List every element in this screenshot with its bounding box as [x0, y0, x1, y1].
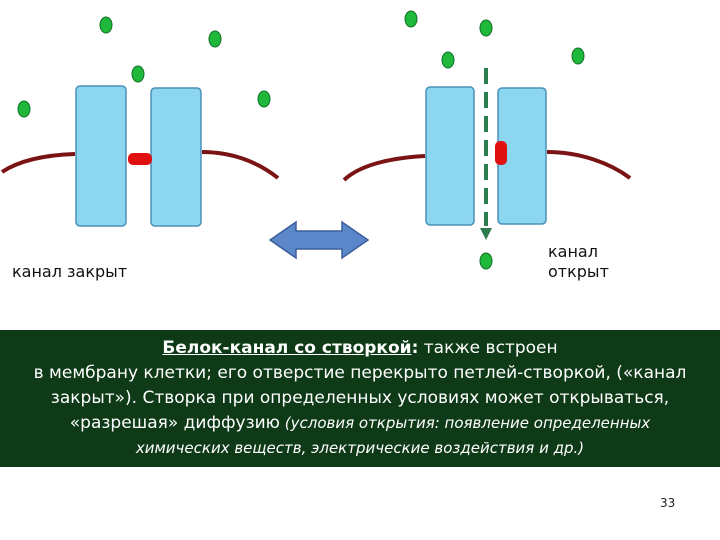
- molecule: [571, 47, 585, 65]
- molecule: [208, 30, 222, 48]
- gate-open: [495, 141, 507, 165]
- page-number: 33: [660, 496, 676, 510]
- double-arrow-icon: [268, 220, 370, 260]
- molecule: [479, 252, 493, 270]
- caption-line2: в мембрану клетки; его отверстие перекры…: [33, 363, 687, 383]
- protein-subunit-left: [75, 85, 127, 227]
- membrane-left-closed: [0, 152, 76, 174]
- caption-line1: Белок-канал со створкой: также встроен: [0, 336, 720, 361]
- channel-diagram: [0, 10, 632, 270]
- caption-title: Белок-канал со створкой: [162, 338, 412, 358]
- label-open-line1: канал: [548, 242, 598, 261]
- caption-lead: также встроен: [418, 338, 558, 358]
- caption-colon: :: [411, 338, 419, 358]
- molecule: [257, 90, 271, 108]
- caption-line3: закрыт»). Створка при определенных услов…: [50, 388, 670, 408]
- protein-subunit-right: [150, 87, 202, 227]
- membrane-right-closed: [201, 150, 280, 180]
- label-channel-closed: канал закрыт: [12, 262, 128, 281]
- gate-closed: [128, 153, 152, 165]
- caption-line5: химических веществ, электрические воздей…: [135, 439, 585, 457]
- caption-line4: «разрешая» диффузию (условия открытия: п…: [0, 411, 720, 436]
- molecule: [17, 100, 31, 118]
- molecule: [441, 51, 455, 69]
- label-open-line2: открыт: [548, 262, 609, 281]
- molecule: [99, 16, 113, 34]
- open-channel: [342, 10, 632, 270]
- molecule: [131, 65, 145, 83]
- membrane-left-open: [342, 154, 426, 182]
- label-channel-open: канал открыт: [548, 242, 609, 282]
- caption-box: Белок-канал со створкой: также встроен в…: [0, 330, 720, 467]
- molecule: [404, 10, 418, 28]
- membrane-right-open: [546, 150, 632, 180]
- diffusion-arrowhead-icon: [480, 228, 492, 240]
- protein-subunit-left: [425, 86, 475, 226]
- caption-line4-note: (условия открытия: появление определенны…: [279, 414, 651, 432]
- caption-line4-main: «разрешая» диффузию: [69, 413, 280, 433]
- molecule: [479, 19, 493, 37]
- closed-channel: [0, 16, 280, 227]
